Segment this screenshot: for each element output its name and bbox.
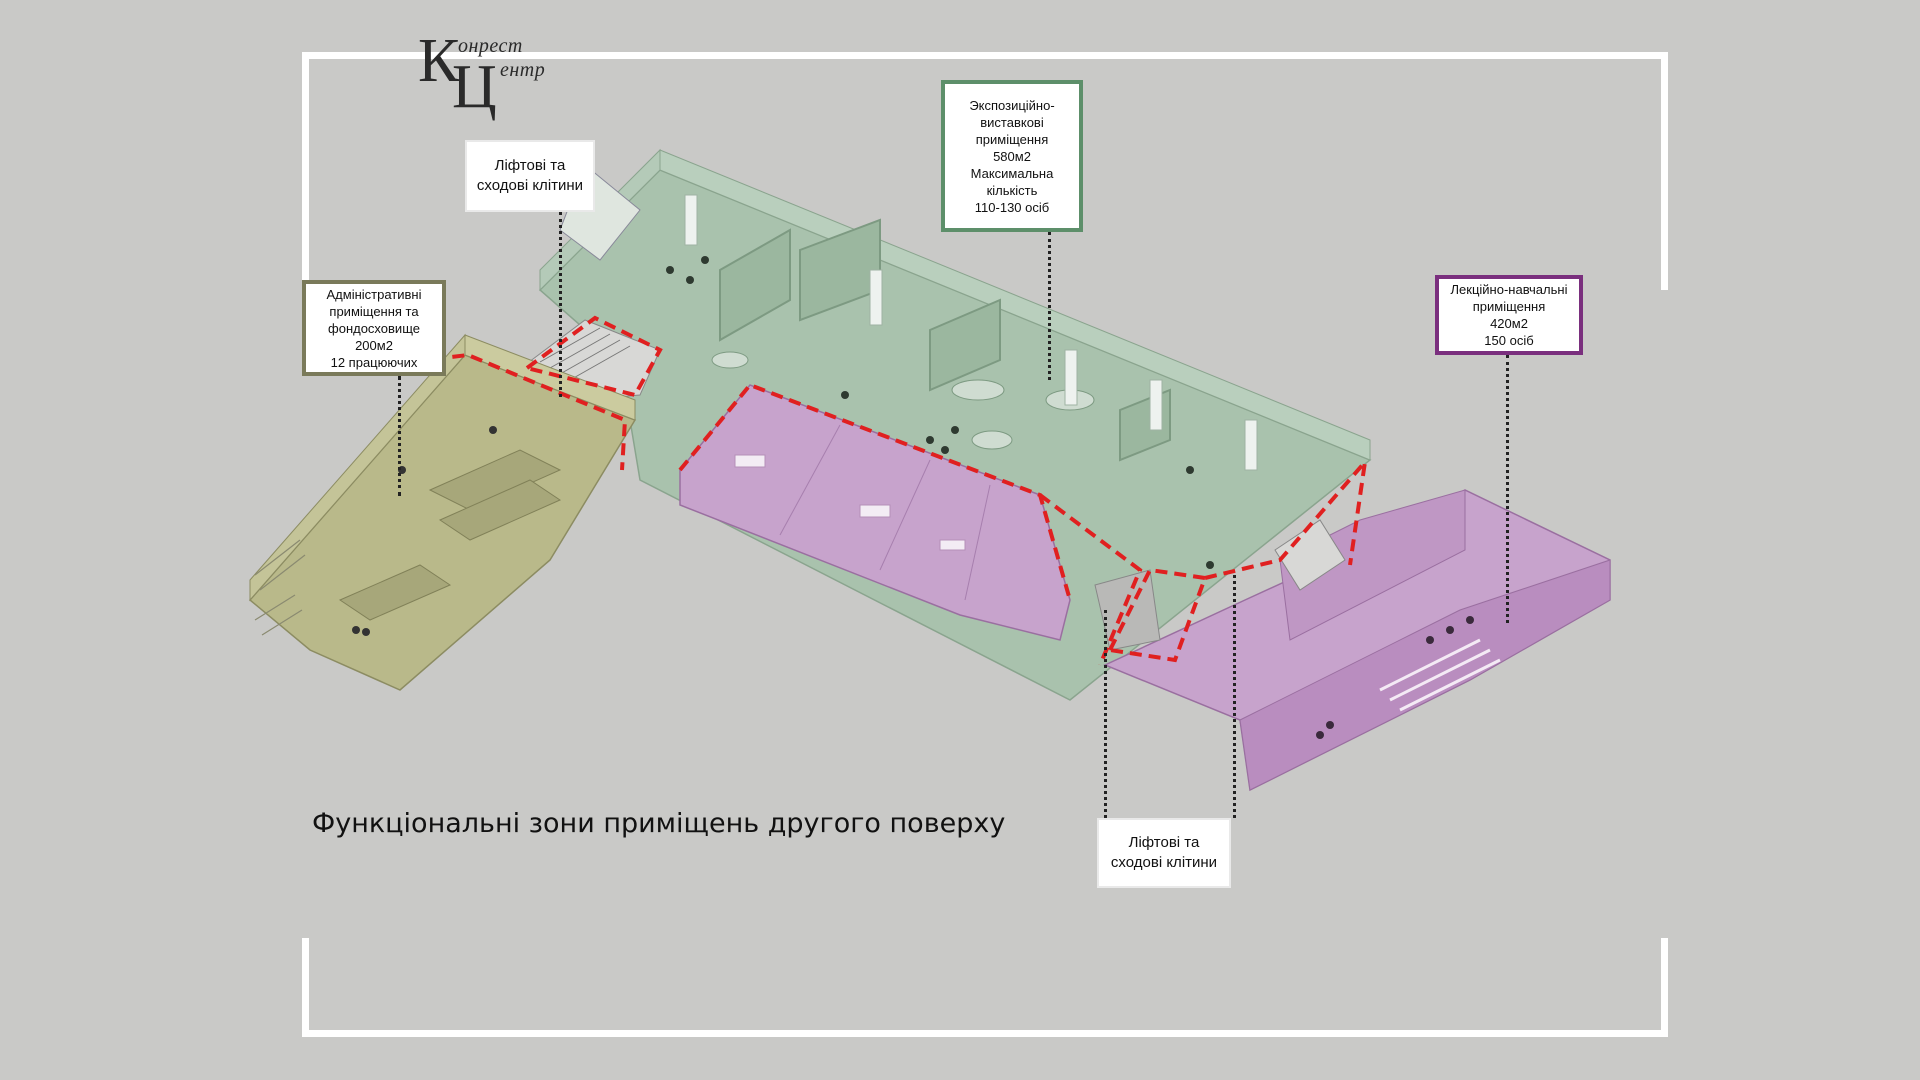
lecture-zone-right (1103, 489, 1611, 792)
logo-letter-ts: Ц (452, 53, 497, 121)
admin-leader (398, 376, 401, 496)
lecture-leader (1506, 355, 1509, 623)
frame-right-bottom (1661, 938, 1668, 1037)
frame-bottom (302, 1030, 1668, 1037)
lifts-leader-bottom-left (1104, 610, 1107, 818)
lifts-leader-bottom-right (1233, 575, 1236, 818)
frame-left-top (302, 52, 309, 292)
highlight-outlines (357, 315, 1368, 666)
logo-word-2: ентр (500, 59, 546, 81)
admin-zone (248, 333, 637, 691)
frame-right-top (1661, 52, 1668, 290)
frame-left-bottom (302, 938, 309, 1037)
logo-word-1: онрест (458, 35, 523, 57)
logo-letter-k: К (418, 27, 460, 95)
lifts-callout-top: Ліфтові та сходові клітини (465, 140, 595, 212)
diagram-caption: Функціональні зони приміщень другого пов… (312, 808, 1006, 839)
expo-callout: Экспозиційно- виставкові приміщення 580м… (941, 80, 1083, 232)
admin-callout: Адміністративні приміщення та фондосхови… (302, 280, 446, 376)
stair-block-bottom (1094, 519, 1346, 651)
expo-zone (538, 148, 1372, 701)
lecture-callout: Лекційно-навчальні приміщення 420м2 150 … (1435, 275, 1583, 355)
expo-leader (1048, 232, 1051, 380)
frame-top (302, 52, 1668, 59)
logo: К Ц онрест ентр (412, 28, 572, 120)
lifts-leader-top (559, 212, 562, 397)
lecture-zone-middle (679, 384, 1071, 641)
lifts-callout-bottom: Ліфтові та сходові клітини (1097, 818, 1231, 888)
